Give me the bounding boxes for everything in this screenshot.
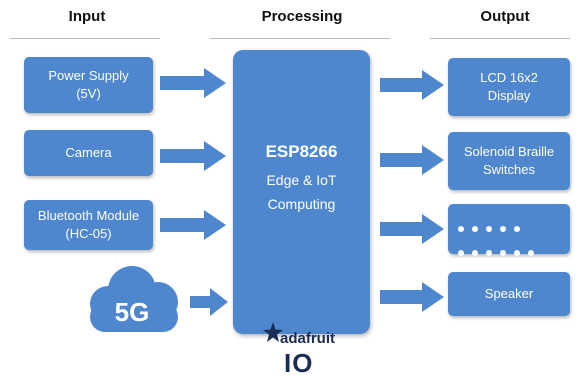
arrow-camera-icon — [160, 141, 226, 171]
braille-dots-row-bottom — [458, 243, 542, 261]
processing-header-divider — [210, 38, 390, 39]
arrow-braille-icon — [380, 214, 444, 244]
cloud-5g-label: 5G — [115, 297, 150, 327]
adafruit-io-logo: adafruit IO — [262, 322, 342, 382]
braille-dots-icon — [458, 219, 542, 261]
arrow-lcd-icon — [380, 70, 444, 100]
lcd-display-box: LCD 16x2 Display — [448, 58, 570, 116]
esp8266-processing-box: ESP8266 Edge & IoT Computing — [233, 50, 370, 334]
arrow-5g-icon — [190, 288, 228, 316]
arrow-bluetooth-icon — [160, 210, 226, 240]
solenoid-braille-box: Solenoid Braille Switches — [448, 132, 570, 190]
output-header-divider — [430, 38, 570, 39]
adafruit-wordmark: adafruit — [280, 330, 336, 347]
speaker-box: Speaker — [448, 272, 570, 316]
output-header: Output — [480, 8, 530, 25]
processing-title: ESP8266 — [265, 142, 338, 161]
bluetooth-module-box: Bluetooth Module (HC-05) — [24, 200, 153, 250]
input-header: Input — [68, 8, 106, 25]
processing-subtitle: Edge & IoT Computing — [266, 172, 337, 212]
power-supply-box: Power Supply (5V) — [24, 57, 153, 113]
adafruit-star-icon — [263, 322, 283, 342]
processing-header: Processing — [261, 8, 343, 25]
arrow-power-icon — [160, 68, 226, 98]
braille-dots-box — [448, 204, 570, 254]
camera-box: Camera — [24, 130, 153, 176]
braille-dots-row-top — [458, 219, 542, 237]
adafruit-io-wordmark: IO — [284, 348, 314, 378]
input-header-divider — [10, 38, 160, 39]
arrow-speaker-icon — [380, 282, 444, 312]
cloud-5g-icon: 5G — [90, 266, 178, 332]
arrow-solenoid-icon — [380, 145, 444, 175]
